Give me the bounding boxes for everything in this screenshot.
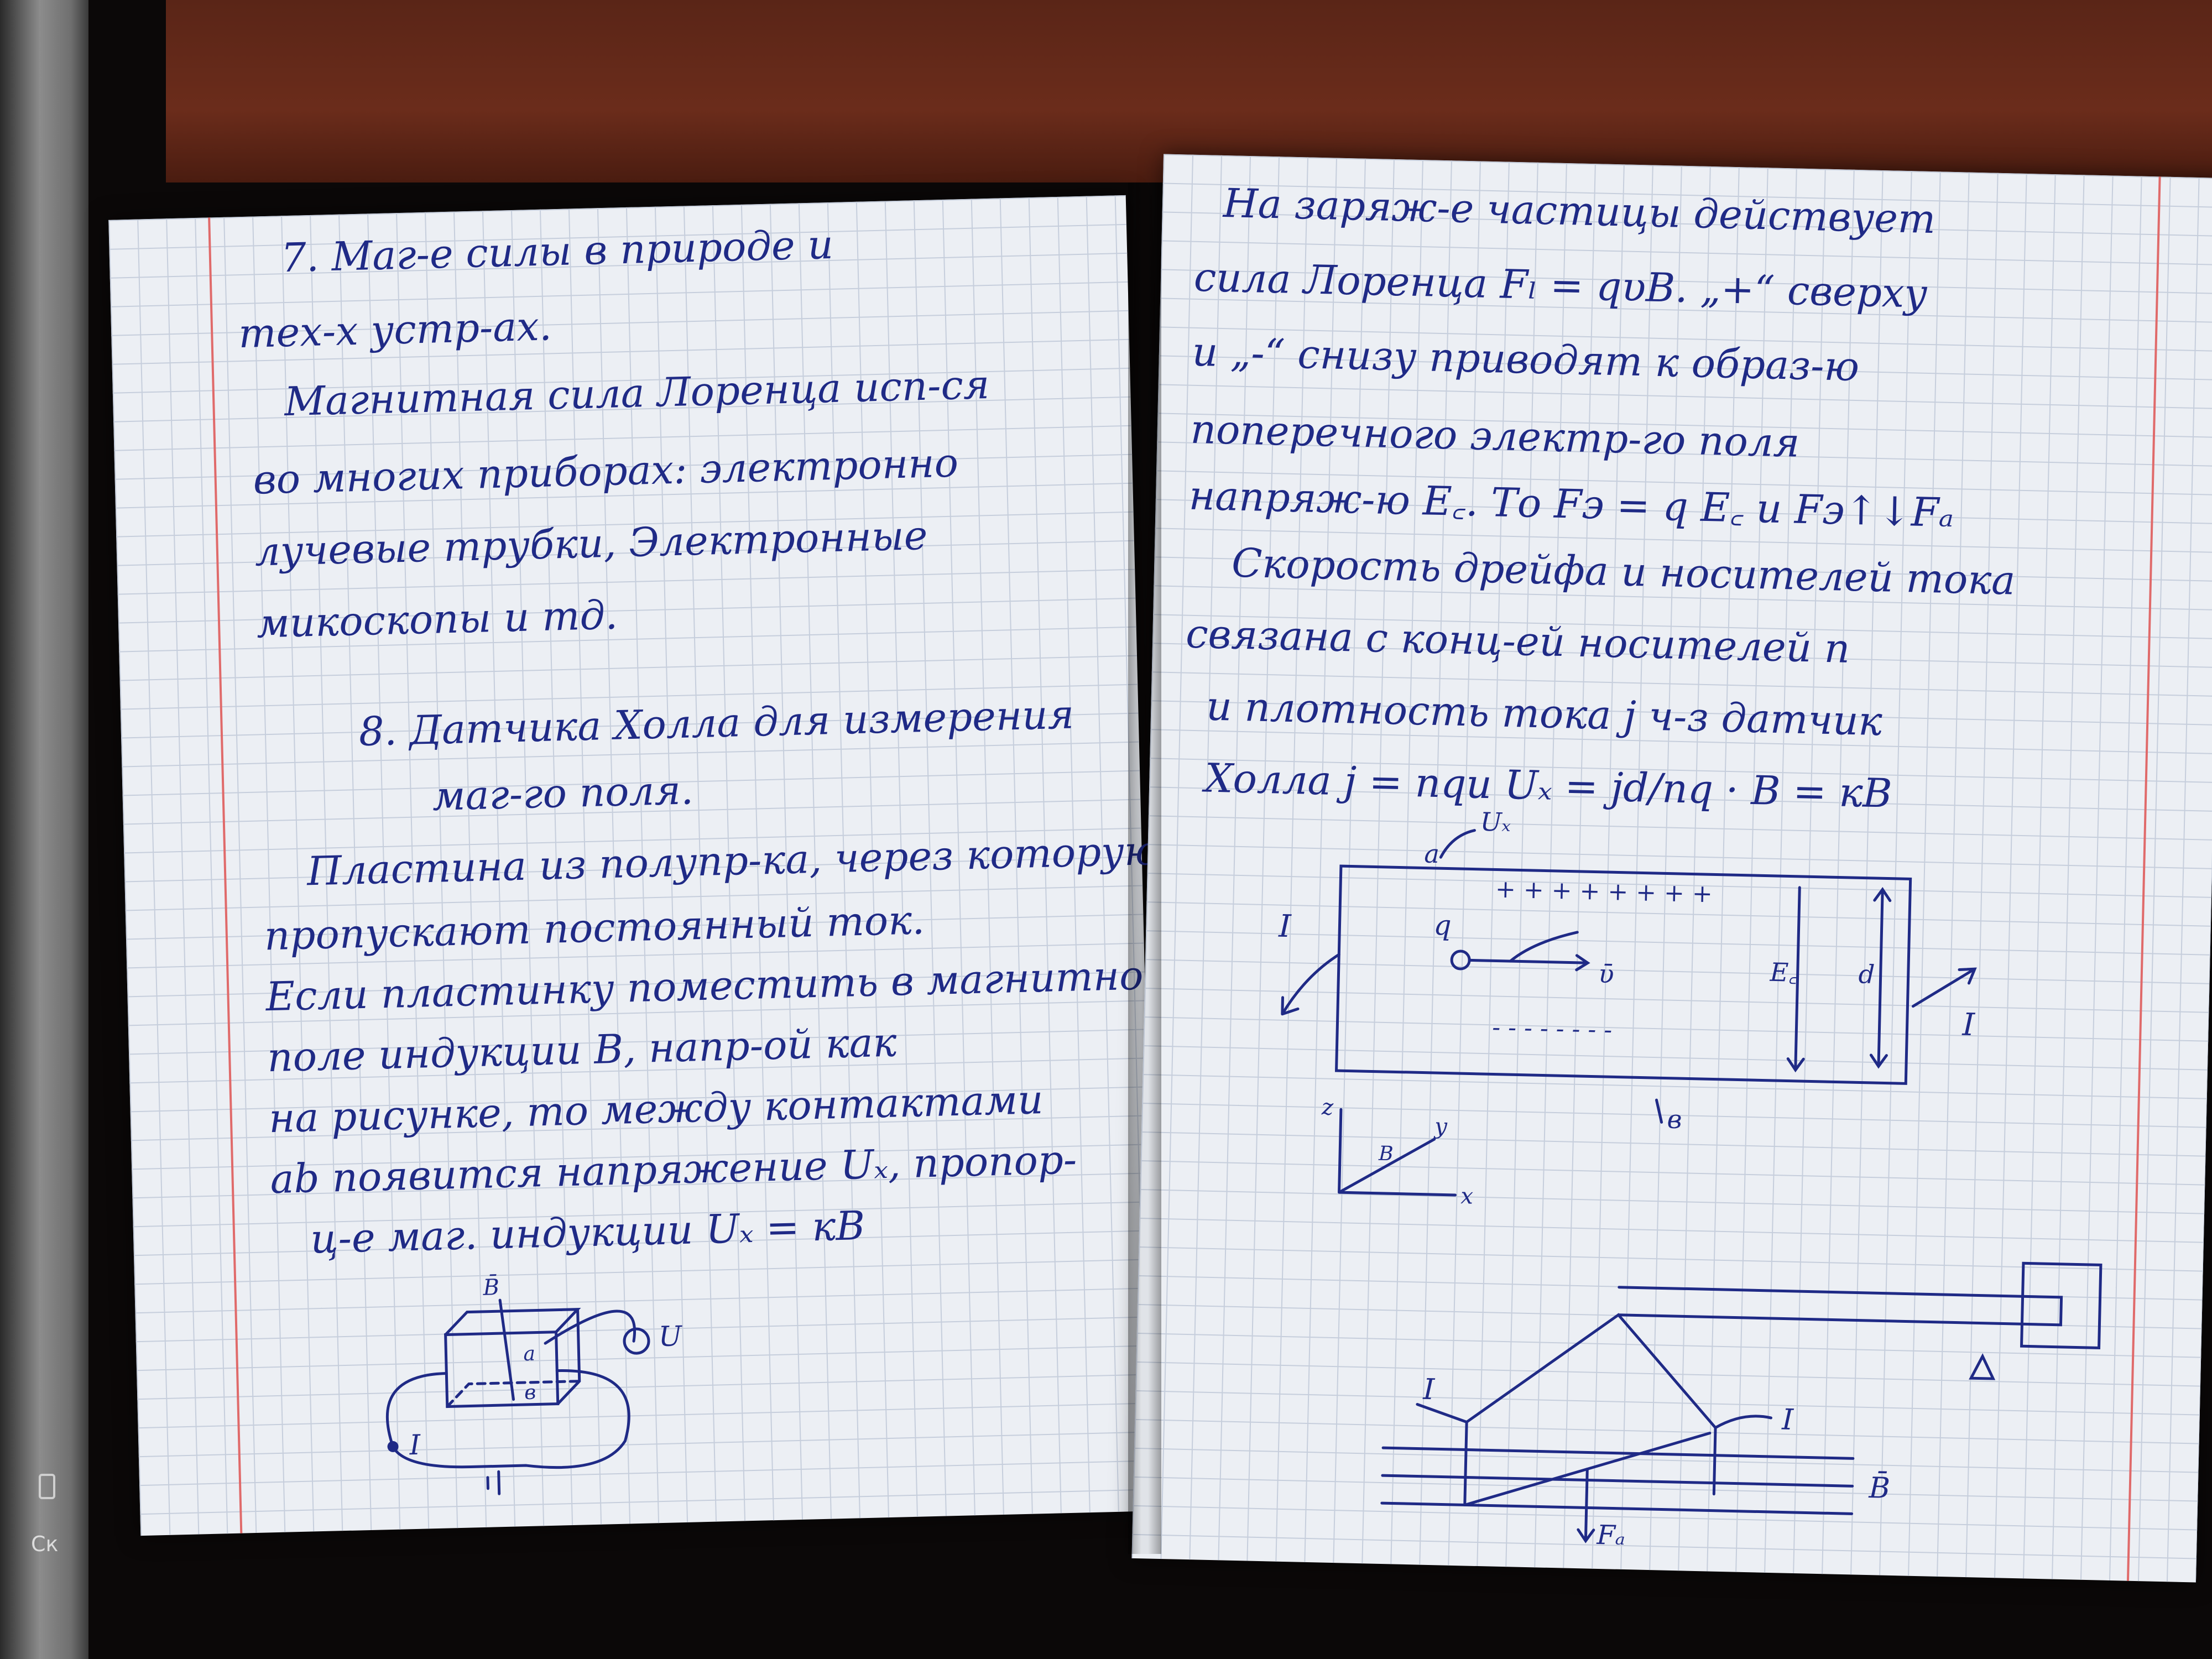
- heading-8-line-2: маг-го поля.: [431, 766, 694, 820]
- battery-icon: [39, 1474, 55, 1499]
- para-8-line-1: Пластина из полупр-ка, через которую: [306, 827, 1160, 895]
- right-line-7: связана с конц-ей носителей n: [1185, 610, 1851, 672]
- plate-hidden-edge: [446, 1380, 581, 1408]
- axis-z-label: z: [1321, 1094, 1334, 1120]
- d-dimension: [1869, 886, 1892, 1069]
- para-7-line-1: Магнитная сила Лоренца исп-ся: [284, 361, 990, 425]
- para-8-line-7: ц-е маг. индукции Uₓ = кB: [310, 1202, 866, 1262]
- right-line-1: На заряж-е частицы действует: [1223, 179, 1937, 243]
- label-current-in: I: [1422, 1373, 1436, 1407]
- right-line-4: поперечного электр-го поля: [1190, 405, 1801, 466]
- b-vector-arrow: [498, 1298, 515, 1401]
- positive-charge: [1450, 950, 1471, 971]
- laptop-edge: Ск: [0, 0, 88, 1659]
- voltmeter-wire: [544, 1310, 636, 1345]
- plate-top: [444, 1308, 581, 1406]
- label-current-out: I: [1781, 1403, 1794, 1437]
- para-8-line-2: пропускают постоянный ток.: [263, 896, 925, 959]
- velocity-arrow: [1468, 954, 1590, 972]
- plus-charges: + + + + + + + +: [1495, 875, 1713, 908]
- right-line-2: сила Лоренца Fₗ = qυB. „+“ сверху: [1193, 253, 1928, 317]
- para-7-line-4: микоскопы и тд.: [256, 591, 618, 647]
- plate-front: [444, 1331, 560, 1408]
- label-b-vector: B̄: [482, 1274, 500, 1301]
- label-voltage-u: U: [658, 1320, 683, 1353]
- current-out-arrow: [1911, 967, 1977, 1008]
- contact-dot: [387, 1441, 399, 1452]
- label-current-right: I: [1961, 1007, 1976, 1044]
- para-7-line-2: во многих приборах: электронно: [252, 439, 959, 503]
- label-current-i: I: [409, 1429, 421, 1462]
- label-contact-a: a: [523, 1343, 535, 1366]
- notebook-page-left: 7. Маг-е силы в природе и тех-х устр-ах.…: [108, 195, 1167, 1536]
- right-line-9: Холла j = nqu Uₓ = jd/nq · B = кB: [1204, 754, 1893, 817]
- desk-surface: [166, 0, 2212, 182]
- label-q: q: [1433, 909, 1452, 942]
- right-line-5: напряж-ю E꜀. То Fэ = q E꜀ и Fэ↑↓Fₐ: [1188, 472, 1955, 536]
- field-lines: [1380, 1446, 1855, 1515]
- hall-sensor-schematic: I I B̄ Fₐ: [1380, 1261, 2103, 1551]
- drift-arrow: [1509, 931, 1579, 963]
- axis-b-label: B: [1378, 1142, 1394, 1166]
- b-mark: [1655, 1098, 1663, 1124]
- right-line-6: Скорость дрейфа и носителей тока: [1231, 539, 2016, 604]
- margin-line: [208, 217, 243, 1533]
- label-force: Fₐ: [1596, 1520, 1626, 1551]
- axes: [1338, 1108, 1457, 1197]
- current-in-arrow: [1416, 1402, 1468, 1424]
- current-in-arrow: [1281, 953, 1340, 1016]
- label-b-field: B̄: [1868, 1471, 1891, 1505]
- notebook-page-right: На заряж-е частицы действует сила Лоренц…: [1131, 154, 2212, 1583]
- laptop-label: Ск: [31, 1532, 59, 1556]
- para-8-line-5: на рисунке, то между контактами: [268, 1076, 1044, 1142]
- label-d: d: [1858, 959, 1875, 989]
- minus-charges: - - - - - - - -: [1492, 1013, 1613, 1044]
- hall-plate: [1334, 864, 1912, 1085]
- para-8-line-6: ab появится напряжение Uₓ, пропор-: [269, 1136, 1078, 1203]
- label-contact-b: в: [524, 1381, 536, 1404]
- right-line-3: и „-“ снизу приводят к образ-ю: [1192, 328, 1860, 390]
- sensor-bar: [1617, 1286, 2063, 1327]
- hall-plate-sketch: B̄ a в U I: [385, 1274, 684, 1495]
- ux-pointer: [1439, 829, 1476, 859]
- axis-x-label: x: [1460, 1183, 1474, 1209]
- pivot-triangle: [1969, 1353, 1996, 1380]
- heading-8-line-1: 8. Датчика Холла для измерения: [358, 691, 1075, 755]
- sensor-box: [2020, 1261, 2103, 1349]
- force-arrow: [1577, 1467, 1595, 1543]
- current-out-arrow: [1714, 1415, 1772, 1430]
- axis-y-label: y: [1433, 1114, 1448, 1140]
- para-8-line-4: поле индукции B, напр-ой как: [267, 1019, 898, 1081]
- label-v: ῡ: [1598, 959, 1614, 989]
- current-loop: [385, 1369, 630, 1469]
- label-a: a: [1424, 839, 1440, 869]
- heading-7-line-1: 7. Маг-е силы в природе и: [280, 221, 834, 281]
- label-b: в: [1667, 1104, 1682, 1135]
- para-8-line-3: Если пластинку поместить в магнитное: [265, 951, 1167, 1020]
- ec-arrow: [1786, 886, 1805, 1073]
- notebook-spine: [1128, 182, 1161, 1554]
- voltmeter-circle: [623, 1327, 650, 1355]
- label-ux: Uₓ: [1480, 807, 1511, 837]
- right-line-8: и плотность тока j ч-з датчик: [1206, 682, 1883, 745]
- label-current-left: I: [1278, 909, 1292, 945]
- margin-line: [2126, 176, 2161, 1581]
- hall-effect-diagram: Uₓ a + + + + + + + + - - - - - - - - q ῡ…: [1278, 807, 1977, 1209]
- heading-7-line-2: тех-х устр-ах.: [238, 302, 552, 357]
- battery-symbol: [486, 1470, 501, 1495]
- para-7-line-3: лучевые трубки, Электронные: [254, 512, 928, 575]
- label-ec: E꜀: [1769, 957, 1798, 988]
